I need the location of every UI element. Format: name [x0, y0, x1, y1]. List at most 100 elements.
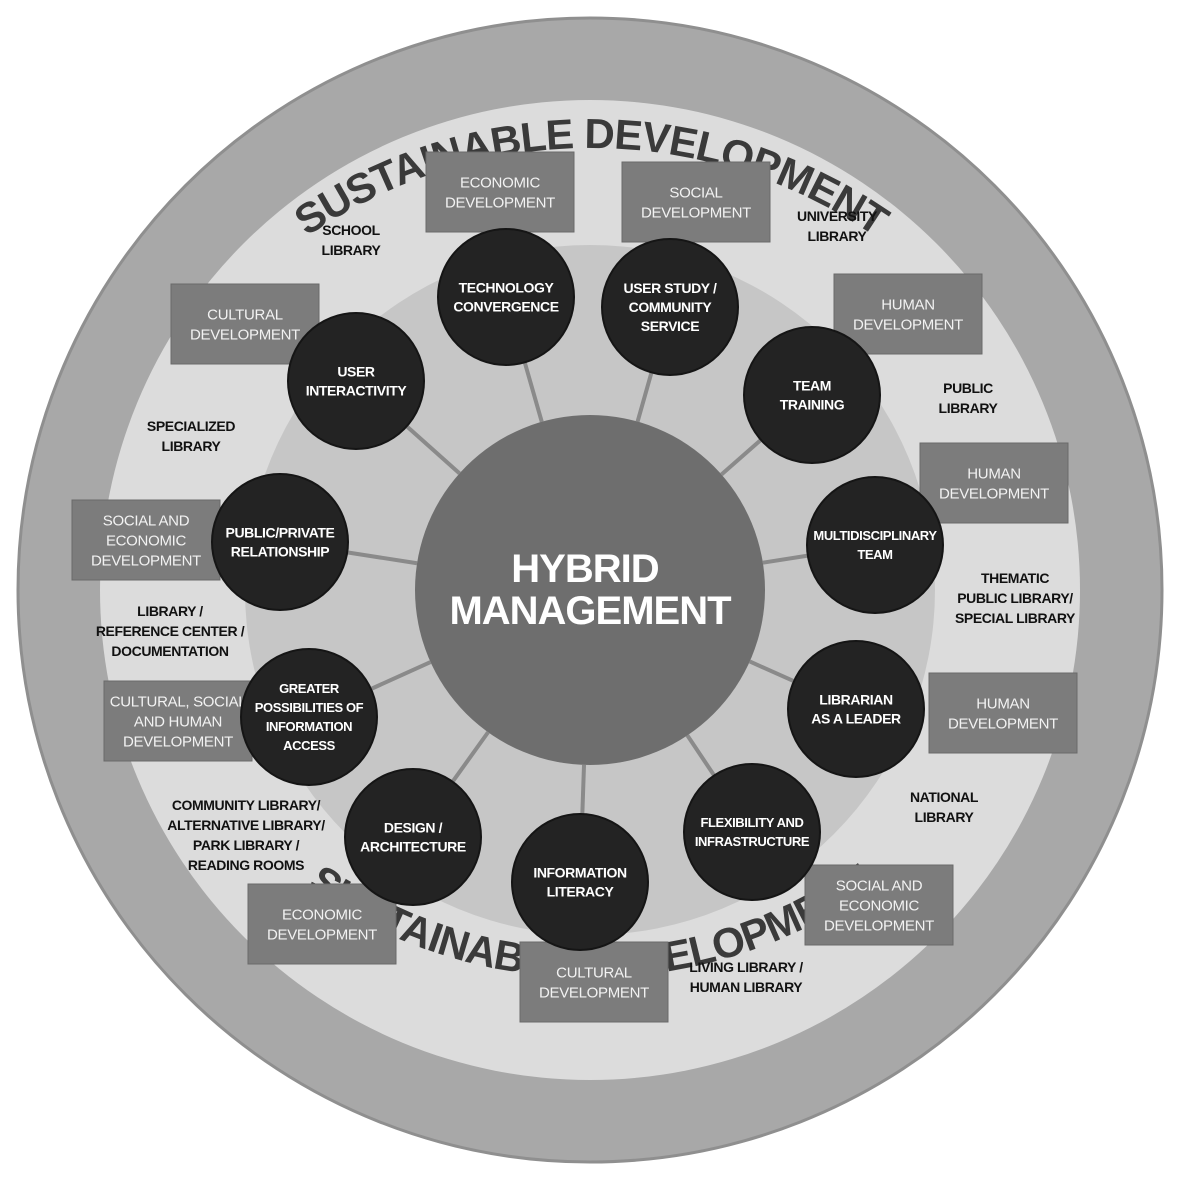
library-national-library: NATIONAL LIBRARY: [910, 789, 979, 825]
library-community-library: COMMUNITY LIBRARY/ALTERNATIVE LIBRARY/PA…: [167, 797, 325, 873]
box-human-development-3-label-line: DEVELOPMENT: [948, 715, 1058, 732]
library-national-library-line: LIBRARY: [915, 809, 975, 825]
node-user-interactivity: USER INTERACTIVITY: [287, 312, 425, 450]
box-human-development-2-label-line: HUMAN: [967, 465, 1021, 482]
box-human-development-1: HUMAN DEVELOPMENT: [833, 273, 983, 355]
box-economic-development-bottom: ECONOMIC DEVELOPMENT: [247, 883, 397, 965]
box-human-development-2-label-line: DEVELOPMENT: [939, 485, 1049, 502]
library-community-library-line: COMMUNITY LIBRARY/: [172, 797, 321, 813]
box-human-development-3: HUMAN DEVELOPMENT: [928, 672, 1078, 754]
node-information-literacy-label-line: LITERACY: [547, 883, 615, 899]
box-social-development-label-line: DEVELOPMENT: [641, 204, 751, 221]
node-flexibility-and-infrastructure-label-line: INFRASTRUCTURE: [695, 834, 810, 849]
node-public-private-relationship-circle: [211, 473, 349, 611]
node-user-interactivity-label-line: USER: [337, 363, 375, 379]
node-team-training-circle: [743, 326, 881, 464]
node-greater-possibilities-of-information-access-label-line: GREATER: [279, 681, 340, 696]
box-economic-development-top-label-line: DEVELOPMENT: [445, 194, 555, 211]
library-university-library: UNIVERSITY LIBRARY: [797, 208, 878, 244]
box-human-development-3-label-line: HUMAN: [976, 695, 1030, 712]
library-living-library: LIVING LIBRARY /HUMAN LIBRARY: [689, 959, 803, 995]
node-user-interactivity-label: USER INTERACTIVITY: [306, 363, 408, 398]
box-social-and-economic-development-right-label-line: SOCIAL AND: [836, 877, 923, 894]
node-flexibility-and-infrastructure-circle: [683, 763, 821, 901]
node-technology-convergence: TECHNOLOGY CONVERGENCE: [437, 228, 575, 366]
box-human-development-3-label: HUMAN DEVELOPMENT: [948, 695, 1058, 732]
node-greater-possibilities-of-information-access-label-line: INFORMATION: [266, 719, 352, 734]
node-technology-convergence-label-line: CONVERGENCE: [453, 298, 558, 314]
connector-public-private-relationship: [346, 550, 418, 566]
box-cultural-social-and-human-development-label-line: CULTURAL, SOCIAL: [110, 693, 247, 710]
library-national-library-line: NATIONAL: [910, 789, 979, 805]
box-economic-development-top-label-line: ECONOMIC: [460, 174, 541, 191]
library-public-library-line: LIBRARY: [939, 400, 999, 416]
node-team-training-label: TEAM TRAINING: [780, 377, 845, 412]
center-title-line-1: HYBRID: [511, 547, 658, 591]
box-social-development-rect: [621, 161, 771, 243]
box-social-and-economic-development-left-label-line: ECONOMIC: [106, 532, 187, 549]
box-economic-development-bottom-label: ECONOMIC DEVELOPMENT: [267, 906, 377, 943]
node-technology-convergence-circle: [437, 228, 575, 366]
connector-design-architecture: [450, 731, 490, 783]
connectors: [346, 361, 809, 815]
node-multidisciplinary-team-label-line: TEAM: [857, 547, 892, 562]
node-user-study-community-service-label-line: COMMUNITY: [629, 299, 713, 315]
box-human-development-1-label-line: DEVELOPMENT: [853, 316, 963, 333]
box-economic-development-bottom-label-line: DEVELOPMENT: [267, 926, 377, 943]
box-human-development-1-label-line: HUMAN: [881, 296, 935, 313]
library-thematic-public-library-line: THEMATIC: [981, 570, 1049, 586]
box-social-and-economic-development-right-rect: [804, 864, 954, 946]
node-information-literacy-label: INFORMATION LITERACY: [533, 864, 627, 899]
box-cultural-social-and-human-development-label-line: AND HUMAN: [134, 713, 222, 730]
connector-flexibility-and-infrastructure: [685, 734, 716, 777]
box-economic-development-bottom-label-line: ECONOMIC: [282, 906, 363, 923]
node-multidisciplinary-team-label-line: MULTIDISCIPLINARY: [813, 528, 937, 543]
library-thematic-public-library-line: SPECIAL LIBRARY: [955, 610, 1076, 626]
center-title-line-2: MANAGEMENT: [449, 589, 731, 633]
connector-information-literacy: [580, 764, 587, 815]
library-community-library-line: READING ROOMS: [188, 857, 304, 873]
library-university-library-line: LIBRARY: [808, 228, 868, 244]
node-user-study-community-service-label-line: SERVICE: [641, 318, 699, 334]
connector-librarian-as-a-leader: [748, 659, 795, 684]
node-team-training-label-line: TRAINING: [780, 396, 845, 412]
node-user-interactivity-circle: [287, 312, 425, 450]
box-social-and-economic-development-right-label-line: DEVELOPMENT: [824, 917, 934, 934]
connector-user-interactivity: [405, 424, 461, 475]
node-public-private-relationship-label-line: PUBLIC/PRIVATE: [226, 524, 335, 540]
library-university-library-line: UNIVERSITY: [797, 208, 878, 224]
center-hub: [415, 415, 765, 765]
node-technology-convergence-label-line: TECHNOLOGY: [459, 279, 555, 295]
box-human-development-3-rect: [928, 672, 1078, 754]
box-economic-development-top-label: ECONOMIC DEVELOPMENT: [445, 174, 555, 211]
box-social-and-economic-development-left-label-line: DEVELOPMENT: [91, 552, 201, 569]
library-living-library-line: LIVING LIBRARY /: [689, 959, 803, 975]
connector-greater-possibilities-of-information-access: [370, 660, 432, 691]
node-user-interactivity-label-line: INTERACTIVITY: [306, 382, 408, 398]
library-school-library-line: SCHOOL: [322, 222, 380, 238]
box-economic-development-bottom-rect: [247, 883, 397, 965]
node-design-architecture-label-line: DESIGN /: [384, 819, 443, 835]
node-information-literacy-label-line: INFORMATION: [533, 864, 627, 880]
node-team-training-label-line: TEAM: [793, 377, 831, 393]
node-design-architecture-label-line: ARCHITECTURE: [360, 838, 466, 854]
node-team-training: TEAM TRAINING: [743, 326, 881, 464]
box-human-development-1-label: HUMAN DEVELOPMENT: [853, 296, 963, 333]
